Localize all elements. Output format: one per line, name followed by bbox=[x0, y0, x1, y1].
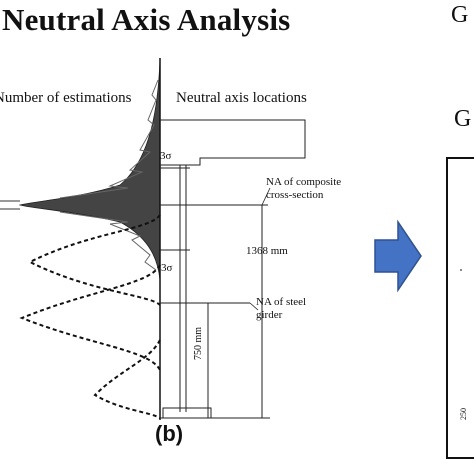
dashed-distribution-3 bbox=[93, 339, 161, 419]
label-estimations: Number of estimations bbox=[0, 90, 132, 106]
na-composite-label: NA of composite cross-section bbox=[266, 176, 342, 201]
dim-1368-label: 1368 mm bbox=[246, 245, 288, 257]
sigma-upper-label: 3σ bbox=[160, 150, 172, 162]
right-panel-header-2: G bbox=[454, 106, 472, 132]
flange-outline bbox=[160, 119, 306, 166]
right-panel-dimension: 250 bbox=[459, 408, 468, 420]
dashed-distribution-1 bbox=[27, 214, 161, 306]
na-composite-leader bbox=[261, 187, 271, 206]
na-steel-leader bbox=[249, 302, 259, 311]
histogram-noise bbox=[59, 79, 159, 271]
panel-label: (b) bbox=[155, 421, 184, 446]
dim-750-label: 750 mm bbox=[193, 326, 204, 360]
dashed-distribution-2 bbox=[19, 264, 161, 371]
right-arrow-icon bbox=[374, 219, 422, 293]
na-steel-label: NA of steel girder bbox=[256, 296, 307, 321]
right-panel-header-1: G bbox=[451, 2, 469, 28]
page-title: Neutral Axis Analysis bbox=[2, 2, 291, 37]
right-panel-frame bbox=[446, 157, 474, 459]
bottom-flange bbox=[162, 407, 212, 419]
sigma-lower-label: 3σ bbox=[161, 262, 173, 274]
label-locations: Neutral axis locations bbox=[176, 90, 307, 106]
